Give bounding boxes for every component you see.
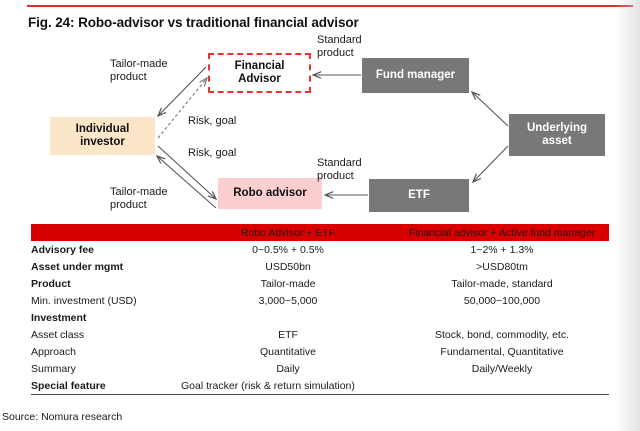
row-value-trad	[395, 309, 609, 326]
table-row: Product Tailor-made Tailor-made, standar…	[31, 275, 609, 292]
column-header-robo: Robo Advisor + ETF	[181, 224, 395, 241]
node-etf: ETF	[369, 179, 469, 212]
node-underlying-asset-label: Underlying asset	[526, 122, 588, 147]
edge-label-risk-goal-top: Risk, goal	[188, 115, 237, 127]
table-row: Summary Daily Daily/Weekly	[31, 360, 609, 377]
column-header-blank	[31, 224, 181, 241]
node-financial-advisor-label: Financial Advisor	[234, 60, 285, 85]
row-label: Investment	[31, 311, 87, 324]
table-header: Robo Advisor + ETF Financial advisor + A…	[31, 224, 609, 241]
row-label: Asset under mgmt	[31, 260, 124, 273]
flow-diagram: Financial Advisor Individual investor Ro…	[0, 34, 640, 222]
row-label: Summary	[31, 362, 76, 375]
table-row: Asset class ETF Stock, bond, commodity, …	[31, 326, 609, 343]
row-value-trad: Daily/Weekly	[471, 362, 533, 375]
edge-label-standard-bottom: Standard product	[317, 157, 362, 182]
edge-label-tailor-made-top: Tailor-made product	[110, 58, 168, 83]
table-row: Advisory fee 0~0.5% + 0.5% 1~2% + 1.3%	[31, 241, 609, 258]
node-underlying-asset: Underlying asset	[509, 114, 605, 156]
node-fund-manager: Fund manager	[362, 58, 469, 93]
node-financial-advisor: Financial Advisor	[208, 53, 311, 93]
row-value-trad: Fundamental, Quantitative	[440, 345, 564, 358]
row-label: Approach	[31, 345, 76, 358]
diagram-connectors	[0, 66, 509, 209]
row-value-trad: 50,000~100,000	[463, 294, 541, 307]
row-label: Asset class	[31, 328, 85, 341]
source-note: Source: Nomura research	[2, 411, 123, 423]
edge-label-tailor-made-bottom: Tailor-made product	[110, 186, 168, 211]
column-header-trad: Financial advisor + Active fund manager	[395, 224, 609, 241]
page-title: Fig. 24: Robo-advisor vs traditional fin…	[28, 15, 359, 30]
row-value-robo: Daily	[276, 362, 300, 375]
node-robo-advisor-label: Robo advisor	[233, 187, 307, 199]
row-label: Product	[31, 277, 71, 290]
edge-label-risk-goal-bottom: Risk, goal	[188, 147, 237, 159]
row-value-robo: ETF	[278, 328, 298, 341]
row-label: Min. investment (USD)	[31, 294, 137, 307]
node-robo-advisor: Robo advisor	[218, 178, 322, 209]
comparison-table: Robo Advisor + ETF Financial advisor + A…	[31, 224, 609, 395]
table-row: Min. investment (USD) 3,000~5,000 50,000…	[31, 292, 609, 309]
node-individual-investor-label: Individual investor	[75, 123, 130, 148]
node-fund-manager-label: Fund manager	[375, 69, 456, 81]
row-value-robo	[181, 309, 395, 326]
node-etf-label: ETF	[408, 189, 430, 201]
table-row-special-feature: Special feature Goal tracker (risk & ret…	[31, 377, 609, 395]
row-value-robo: Tailor-made	[260, 277, 316, 290]
row-value-robo: 0~0.5% + 0.5%	[252, 243, 324, 256]
row-value-robo: Quantitative	[259, 345, 317, 358]
node-individual-investor: Individual investor	[50, 117, 155, 155]
row-value-trad: >USD80tm	[476, 260, 528, 273]
table-row: Investment	[31, 309, 609, 326]
edge-label-standard-top: Standard product	[317, 34, 362, 59]
row-value-robo: 3,000~5,000	[258, 294, 318, 307]
table-row: Asset under mgmt USD50bn >USD80tm	[31, 258, 609, 275]
comparison-table-wrap: Robo Advisor + ETF Financial advisor + A…	[31, 224, 609, 395]
row-label: Special feature	[31, 377, 181, 395]
table-row: Approach Quantitative Fundamental, Quant…	[31, 343, 609, 360]
row-value-trad: Stock, bond, commodity, etc.	[434, 328, 570, 341]
top-accent-rule	[27, 5, 633, 7]
table-body: Advisory fee 0~0.5% + 0.5% 1~2% + 1.3% A…	[31, 241, 609, 395]
table-header-row: Robo Advisor + ETF Financial advisor + A…	[31, 224, 609, 241]
row-value-robo: USD50bn	[265, 260, 311, 273]
row-value-trad: Tailor-made, standard	[451, 277, 553, 290]
row-value-special-feature: Goal tracker (risk & return simulation)	[181, 377, 609, 395]
row-label: Advisory fee	[31, 243, 95, 256]
row-value-trad: 1~2% + 1.3%	[470, 243, 534, 256]
